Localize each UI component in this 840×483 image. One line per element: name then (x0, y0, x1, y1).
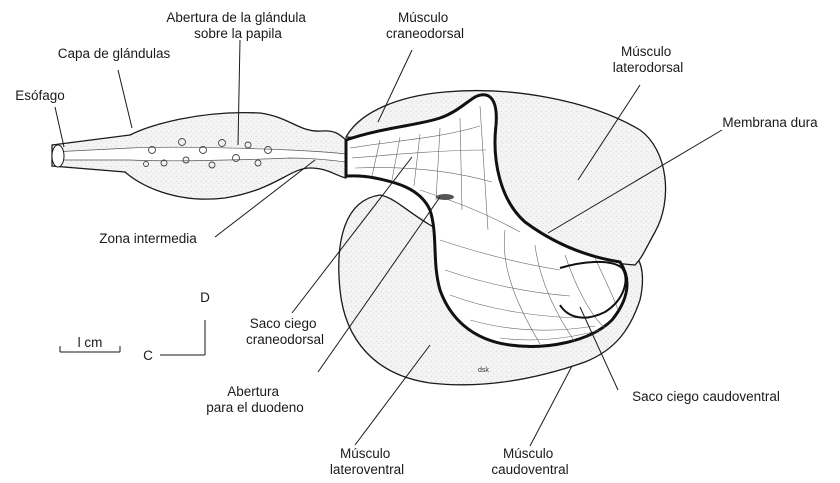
esofago-opening (52, 145, 64, 167)
label-abertura-glandula: Abertura de la glándula sobre la papila (166, 10, 309, 41)
label-zona-intermedia: Zona intermedia (99, 231, 197, 246)
scale-bar-label: l cm (78, 335, 103, 350)
artist-signature: dsk (478, 367, 489, 374)
label-membrana-dura: Membrana dura (722, 115, 818, 130)
label-saco-ciego-caudoventral: Saco ciego caudoventral (632, 389, 780, 404)
label-musculo-caudoventral: Músculo caudoventral (491, 446, 568, 477)
label-saco-ciego-craneodorsal: Saco ciego craneodorsal (246, 316, 324, 347)
label-musculo-lateroventral: Músculo lateroventral (330, 446, 404, 477)
label-musculo-craneodorsal: Músculo craneodorsal (386, 10, 464, 41)
orientation-cranial-label: C (143, 348, 153, 363)
label-capa-glandulas: Capa de glándulas (58, 46, 171, 61)
orientation-axes (160, 320, 205, 355)
label-abertura-duodeno: Abertura para el duodeno (206, 384, 304, 415)
orientation-dorsal-label: D (200, 290, 210, 305)
label-musculo-laterodorsal: Músculo laterodorsal (613, 44, 684, 75)
label-esofago: Esófago (15, 88, 65, 103)
